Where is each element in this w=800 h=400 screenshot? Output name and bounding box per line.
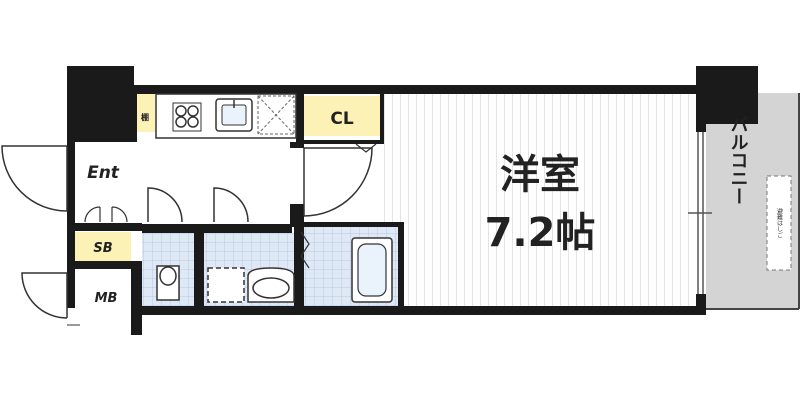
- entrance-door: [1, 145, 68, 212]
- escape-hatch-label: 避難はしご: [776, 207, 783, 238]
- meter-box-label: MB: [95, 291, 118, 306]
- balcony-window: [688, 132, 712, 294]
- closet-area: [304, 96, 380, 136]
- closet-door-marker: [355, 143, 377, 153]
- entrance-label: Ent: [87, 163, 120, 183]
- kitchen-counter: [155, 93, 297, 139]
- shelf-label: 棚: [141, 112, 149, 122]
- shoe-box-label: SB: [93, 241, 112, 256]
- washing-machine-space: [207, 267, 245, 303]
- washbasin-icon: [247, 267, 295, 303]
- bathtub-icon: [351, 237, 393, 303]
- balcony-label: バルコニー: [728, 115, 749, 205]
- toilet-door: [147, 187, 183, 223]
- shelf-area: [135, 94, 155, 132]
- closet-label: CL: [330, 109, 353, 129]
- washroom-door: [213, 187, 249, 223]
- toilet-icon: [156, 265, 180, 301]
- room-size-label: 7.2帖: [485, 210, 596, 256]
- walls: [67, 66, 758, 335]
- room-door: [303, 147, 373, 217]
- room-name-label: 洋室: [500, 152, 580, 198]
- escape-hatch-icon: [766, 175, 792, 271]
- shoe-box-doors: [84, 206, 128, 223]
- western-room-floor: [384, 94, 696, 306]
- meter-box-door: [21, 272, 80, 326]
- bathroom-door: [300, 231, 310, 269]
- shoe-box-area: [75, 232, 131, 261]
